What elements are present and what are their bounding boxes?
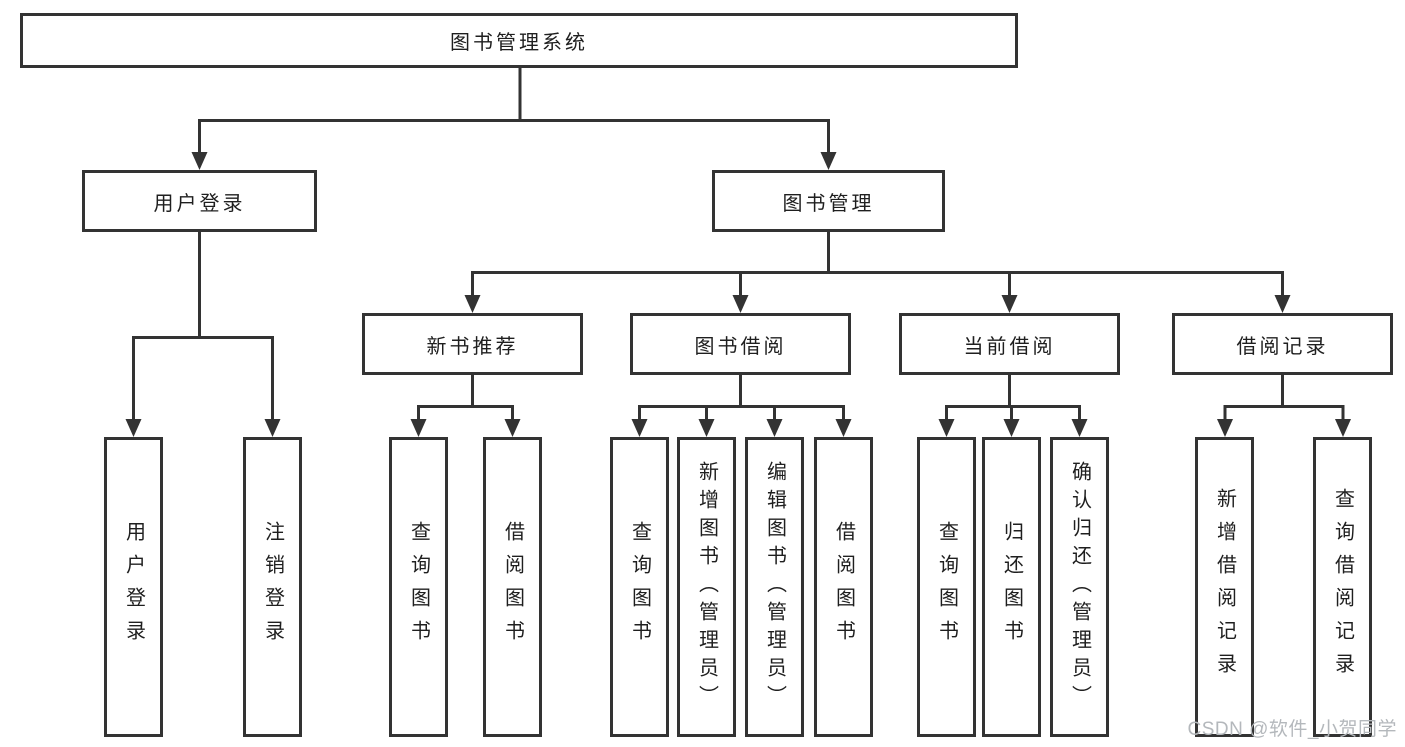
arrow-down-icon (504, 419, 521, 437)
leaf-query-books-recommend: 查询图书 (389, 437, 448, 737)
arrow-down-icon (125, 419, 142, 437)
arrow-down-icon (264, 419, 281, 437)
leaf-borrow-books-recommend: 借阅图书 (483, 437, 542, 737)
arrow-down-icon (698, 419, 715, 437)
arrow-down-icon (732, 295, 749, 313)
node-book-borrow: 图书借阅 (630, 313, 851, 375)
connector-mgmt-to-level3 (471, 232, 1284, 297)
arrow-down-icon (1001, 295, 1018, 313)
arrow-down-icon (1003, 419, 1020, 437)
csdn-watermark: CSDN @软件_小贺同学 (1187, 719, 1397, 740)
leaf-query-books-current: 查询图书 (917, 437, 976, 737)
arrow-down-icon (766, 419, 783, 437)
connector-login-to-leaves (132, 232, 274, 421)
leaf-user-login: 用户登录 (104, 437, 163, 737)
node-book-management: 图书管理 (712, 170, 945, 232)
connector-borrow-to-leaves (638, 375, 845, 421)
connector-newbook-to-leaves (417, 375, 514, 421)
node-system-root: 图书管理系统 (20, 13, 1018, 68)
leaf-confirm-return-admin: 确认归还（管理员） (1050, 437, 1109, 737)
node-user-login: 用户登录 (82, 170, 317, 232)
arrow-down-icon (1217, 419, 1233, 437)
leaf-edit-books-admin: 编辑图书（管理员） (745, 437, 804, 737)
leaf-logout: 注销登录 (243, 437, 302, 737)
arrow-down-icon (410, 419, 427, 437)
arrow-down-icon (631, 419, 648, 437)
connector-records-to-leaves (1223, 375, 1345, 421)
arrow-down-icon (464, 295, 481, 313)
arrow-down-icon (820, 152, 837, 170)
node-new-book-recommend: 新书推荐 (362, 313, 583, 375)
leaf-add-books-admin: 新增图书（管理员） (677, 437, 736, 737)
leaf-query-borrow-record: 查询借阅记录 (1313, 437, 1372, 737)
arrow-down-icon (938, 419, 955, 437)
node-current-borrow: 当前借阅 (899, 313, 1120, 375)
node-borrow-records: 借阅记录 (1172, 313, 1393, 375)
leaf-borrow-books: 借阅图书 (814, 437, 873, 737)
arrow-down-icon (835, 419, 852, 437)
leaf-add-borrow-record: 新增借阅记录 (1195, 437, 1254, 737)
connector-root-to-level2 (198, 68, 830, 153)
leaf-return-books: 归还图书 (982, 437, 1041, 737)
connector-current-to-leaves (945, 375, 1081, 421)
leaf-query-books-borrow: 查询图书 (610, 437, 669, 737)
arrow-down-icon (1274, 295, 1291, 313)
arrow-down-icon (1335, 419, 1351, 437)
arrow-down-icon (1071, 419, 1088, 437)
arrow-down-icon (191, 152, 208, 170)
